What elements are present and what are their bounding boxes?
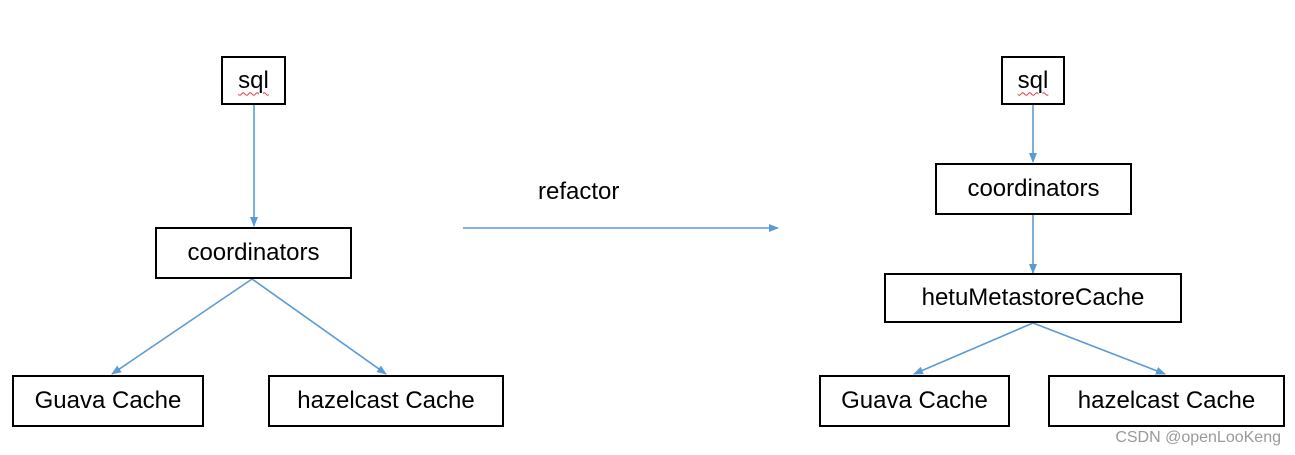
right-metastore-cache-label: hetuMetastoreCache (921, 284, 1145, 311)
left-hazelcast-cache-label: hazelcast Cache (297, 387, 475, 414)
right-guava-cache-label: Guava Cache (841, 387, 988, 414)
left-coordinators-node: coordinators (155, 227, 352, 279)
left-guava-cache-label: Guava Cache (34, 387, 182, 414)
edge-left-coordinators-to-hazelcast (251, 278, 387, 375)
right-sql-node: sql (1001, 56, 1065, 105)
right-metastore-cache-node: hetuMetastoreCache (884, 273, 1182, 323)
left-guava-cache-node: Guava Cache (12, 375, 204, 427)
watermark-text: CSDN @openLooKeng (1115, 429, 1281, 446)
edge-right-metastore-to-guava (913, 322, 1034, 375)
edge-right-metastore-to-hazelcast (1032, 322, 1166, 375)
right-coordinators-label: coordinators (967, 175, 1100, 202)
left-sql-label: sql (238, 66, 269, 94)
right-coordinators-node: coordinators (935, 163, 1132, 215)
refactor-label: refactor (538, 178, 620, 205)
edge-left-coordinators-to-guava (111, 278, 253, 375)
left-hazelcast-cache-node: hazelcast Cache (268, 375, 504, 427)
left-coordinators-label: coordinators (187, 239, 320, 266)
left-sql-node: sql (221, 56, 286, 105)
right-sql-label: sql (1017, 66, 1049, 94)
right-hazelcast-cache-node: hazelcast Cache (1048, 375, 1285, 427)
right-hazelcast-cache-label: hazelcast Cache (1077, 387, 1256, 414)
right-guava-cache-node: Guava Cache (819, 375, 1010, 427)
